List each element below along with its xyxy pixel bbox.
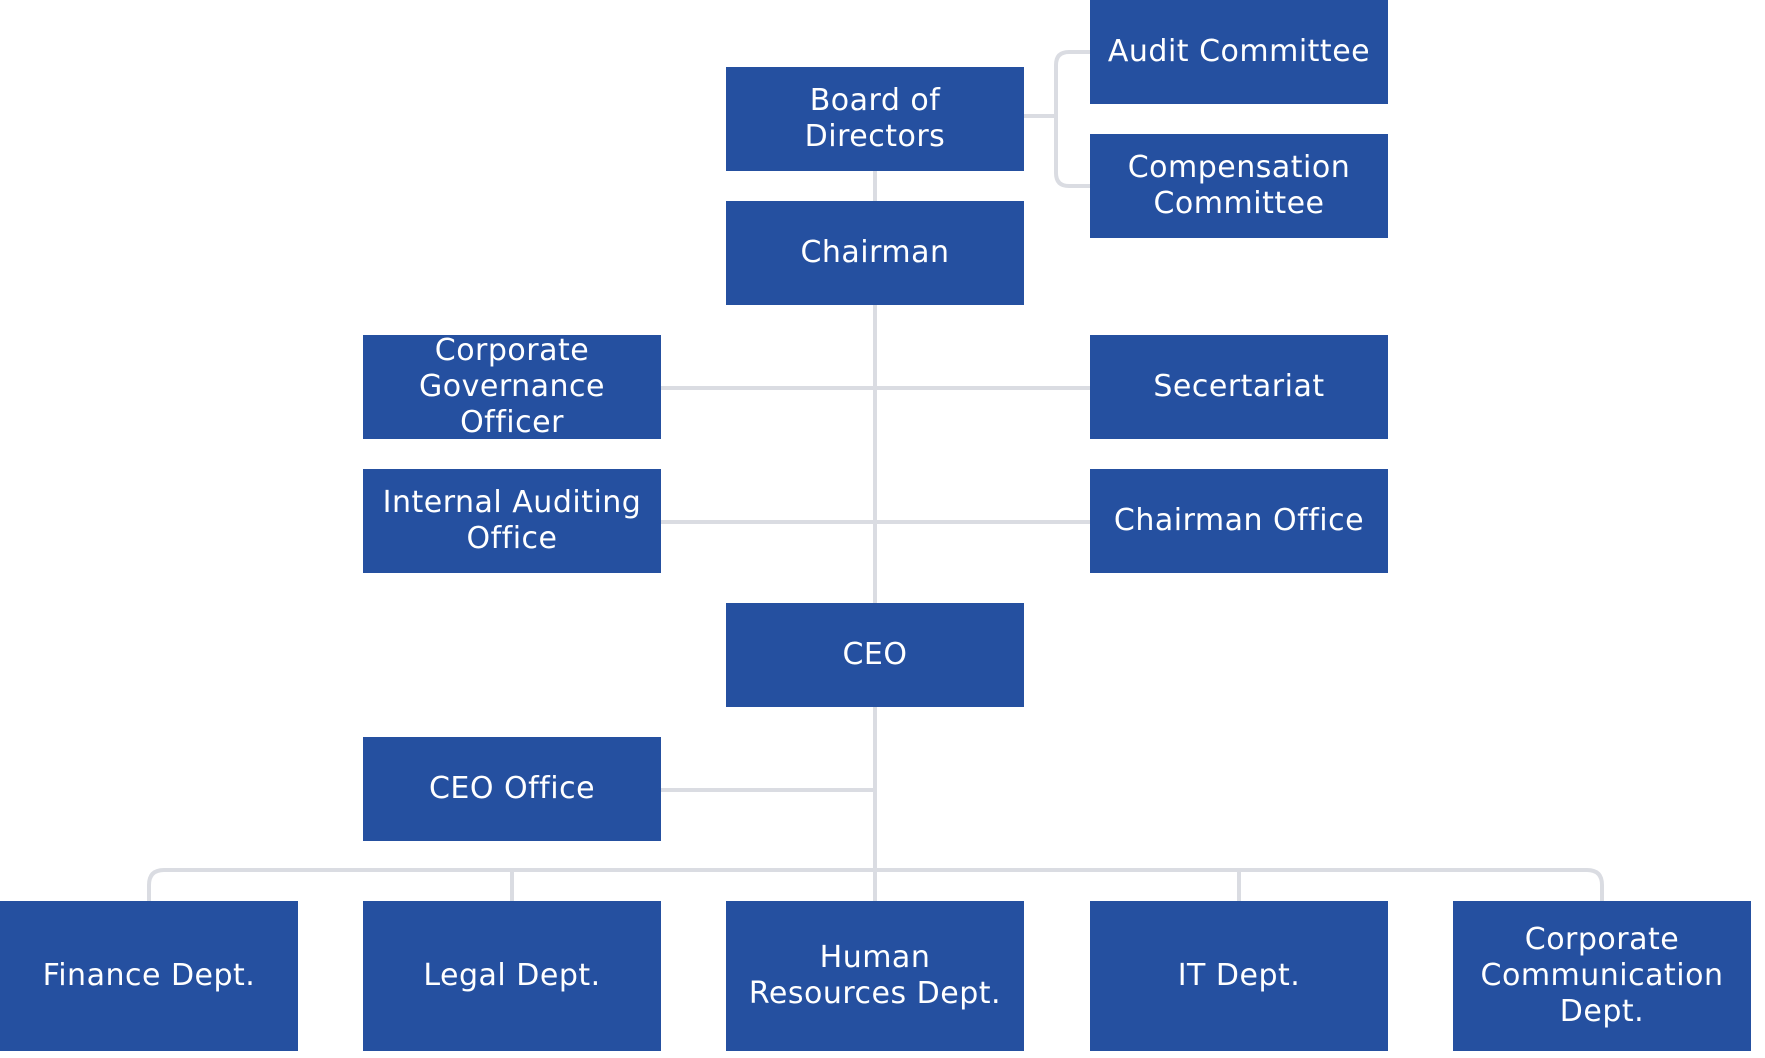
- department-bus-line: [147, 868, 1604, 901]
- committee-bracket-line: [1024, 50, 1090, 188]
- legal-dept-box: Legal Dept.: [363, 901, 661, 1051]
- ceo-box: CEO: [726, 603, 1024, 707]
- internal-auditing-office-box: Internal Auditing Office: [363, 469, 661, 573]
- compensation-committee-box: Compensation Committee: [1090, 134, 1388, 238]
- secretariat-box: Secertariat: [1090, 335, 1388, 439]
- chairman-box: Chairman: [726, 201, 1024, 305]
- chairman-office-box: Chairman Office: [1090, 469, 1388, 573]
- it-dept-box: IT Dept.: [1090, 901, 1388, 1051]
- ceo-office-box: CEO Office: [363, 737, 661, 841]
- corporate-governance-officer-box: Corporate Governance Officer: [363, 333, 661, 440]
- finance-dept-box: Finance Dept.: [0, 901, 298, 1051]
- corporate-communication-dept-box: Corporate Communication Dept.: [1453, 901, 1751, 1051]
- human-resources-dept-box: Human Resources Dept.: [726, 901, 1024, 1051]
- board-of-directors-box: Board of Directors: [726, 67, 1024, 171]
- audit-committee-box: Audit Committee: [1090, 0, 1388, 104]
